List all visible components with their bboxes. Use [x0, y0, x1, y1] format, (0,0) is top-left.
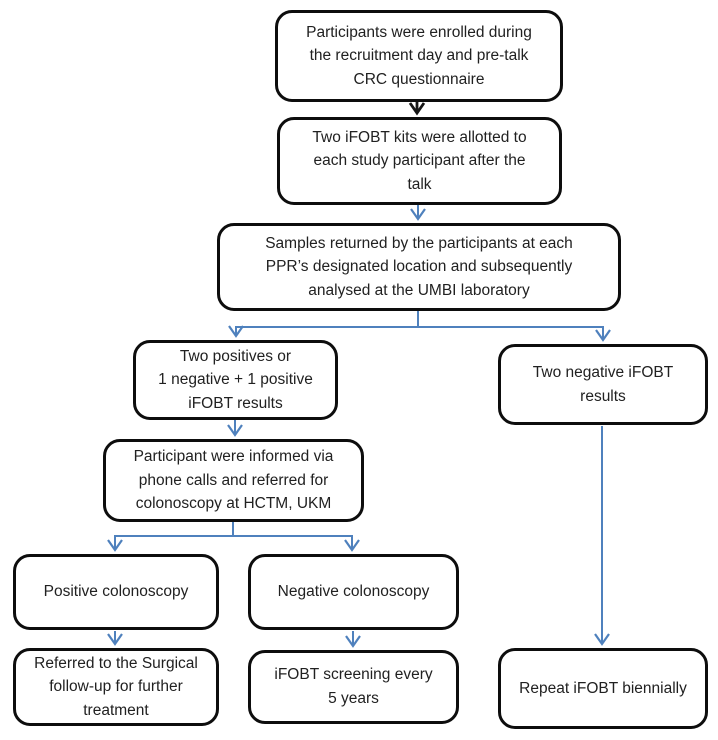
flow-box-screening-5-years-label: iFOBT screening every 5 years [274, 666, 433, 707]
flow-box-negative-colonoscopy: Negative colonoscopy [248, 554, 459, 630]
flow-box-surgical-followup-label: Referred to the Surgical follow-up for f… [34, 654, 198, 719]
flow-box-positive-colonoscopy: Positive colonoscopy [13, 554, 219, 630]
flow-box-kits-label: Two iFOBT kits were allotted to each stu… [312, 128, 527, 193]
flow-box-positive-results-label: Two positives or 1 negative + 1 positive… [158, 347, 313, 412]
flow-box-negative-colonoscopy-label: Negative colonoscopy [277, 583, 430, 601]
flow-box-negative-results-label: Two negative iFOBT results [532, 363, 674, 405]
flow-box-enrolled: Participants were enrolled during the re… [275, 10, 563, 102]
flow-box-kits: Two iFOBT kits were allotted to each stu… [277, 117, 562, 205]
flow-box-surgical-followup: Referred to the Surgical follow-up for f… [13, 648, 219, 726]
flow-box-positive-colonoscopy-label: Positive colonoscopy [43, 583, 189, 601]
flow-box-enrolled-label: Participants were enrolled during the re… [306, 23, 532, 88]
flow-box-informed-label: Participant were informed via phone call… [133, 448, 334, 513]
flow-box-positive-results: Two positives or 1 negative + 1 positive… [133, 340, 338, 420]
flow-box-informed: Participant were informed via phone call… [103, 439, 364, 522]
flow-box-samples: Samples returned by the participants at … [217, 223, 621, 311]
flow-box-repeat-biennially-label: Repeat iFOBT biennially [519, 679, 687, 697]
flow-box-repeat-biennially: Repeat iFOBT biennially [498, 648, 708, 729]
flow-box-samples-label: Samples returned by the participants at … [265, 234, 573, 299]
flow-box-screening-5-years: iFOBT screening every 5 years [248, 650, 459, 724]
flow-box-negative-results: Two negative iFOBT results [498, 344, 708, 425]
